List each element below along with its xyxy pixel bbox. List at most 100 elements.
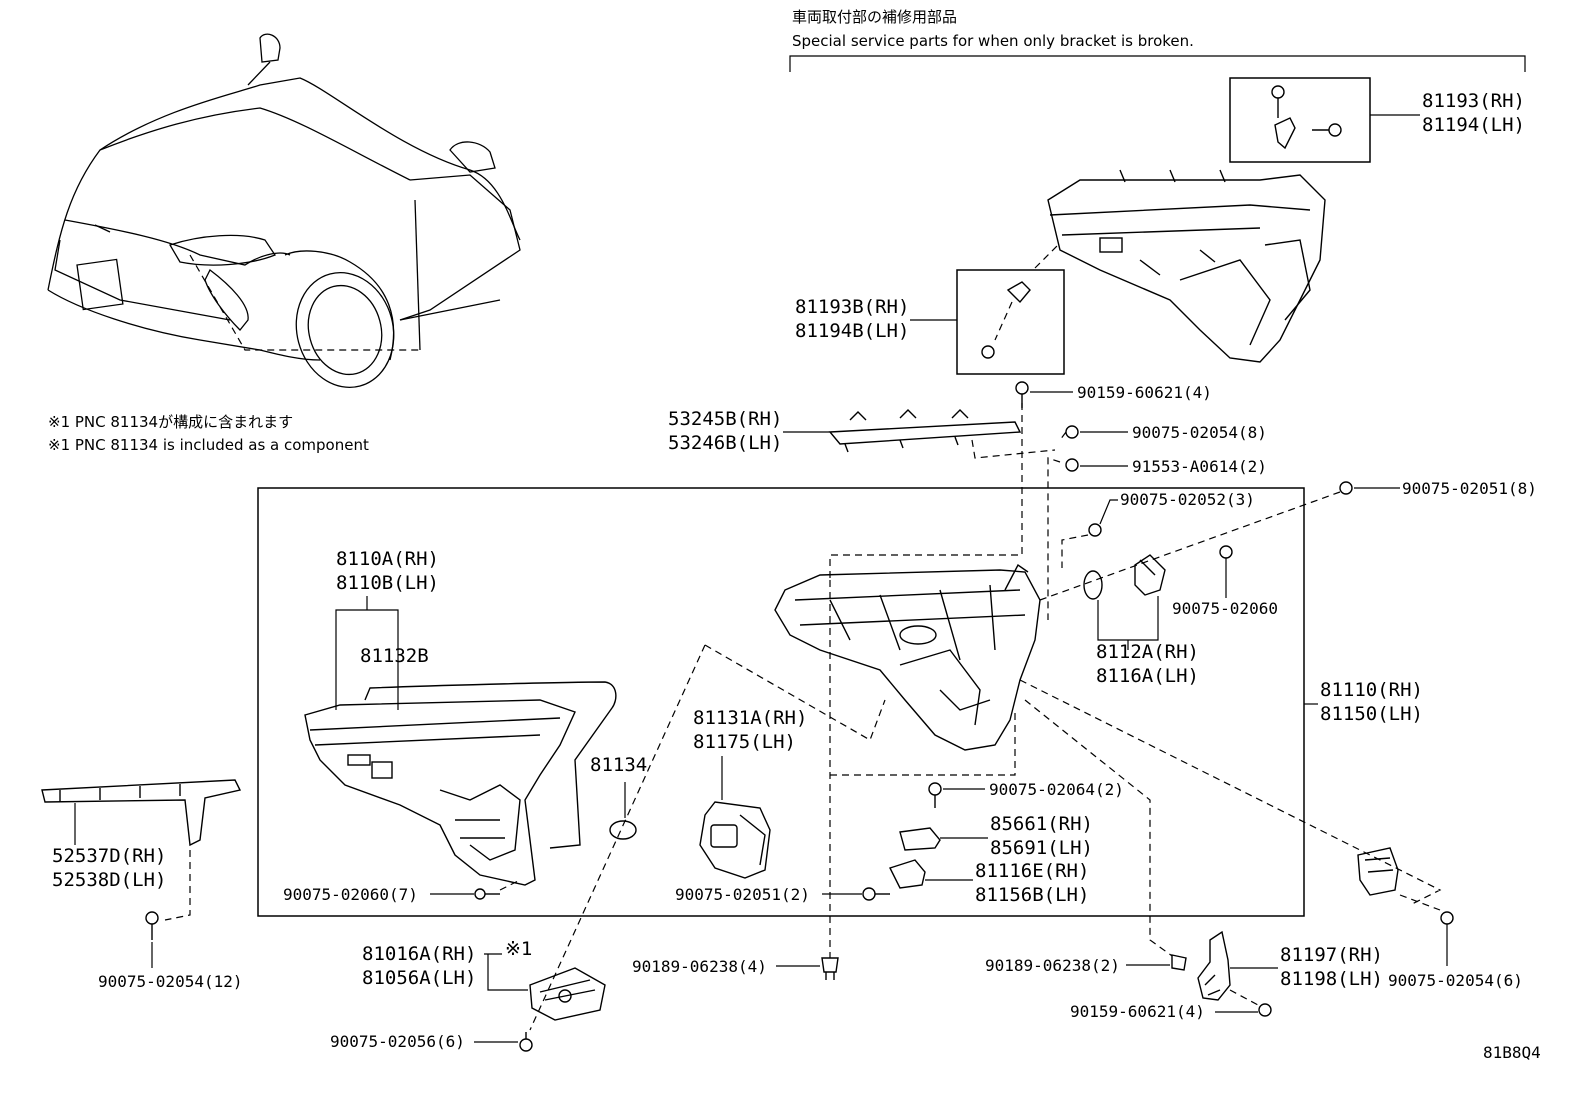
dashed-guide-81193b <box>1034 242 1061 269</box>
screw-90075-02064-2 <box>928 782 942 796</box>
leader-90075-02052-3 <box>1099 499 1118 525</box>
dashed-guide-90159b <box>1229 989 1259 1006</box>
headlamp-housing-81110 <box>774 563 1041 751</box>
diagram-code: 81B8Q4 <box>1483 1043 1541 1062</box>
bracket-81193b-part <box>981 281 1031 359</box>
label-52537d: 52537D(RH) <box>52 845 166 867</box>
lamp-module-81131a <box>699 801 771 879</box>
screw-90075-02056-6 <box>519 1032 533 1052</box>
dashed-guide-housing-top <box>829 400 1023 578</box>
label-81198: 81198(LH) <box>1280 968 1383 990</box>
label-81194: 81194(LH) <box>1422 114 1525 136</box>
headlamp-assembly-top-view <box>1047 169 1326 363</box>
bracket-right-small <box>1357 847 1399 896</box>
dashed-guide-81131a <box>704 644 886 741</box>
leader-81016a <box>484 953 528 991</box>
label-81131a: 81131A(RH) <box>693 707 807 729</box>
note-japanese: ※1 PNC 81134が構成に含まれます <box>48 413 293 431</box>
dashed-guide-52537d <box>164 850 191 921</box>
headlamp-lens-unit-8110a <box>304 699 576 886</box>
label-90189-2: 90189-06238(2) <box>985 956 1120 975</box>
screw-90075-02060 <box>1219 545 1233 559</box>
header-japanese: 車両取付部の補修用部品 <box>792 8 957 26</box>
dashed-guide-81197 <box>1019 679 1442 906</box>
bracket-53245b-part <box>828 409 1022 453</box>
note-english: ※1 PNC 81134 is included as a component <box>48 436 369 454</box>
clip-90189-4 <box>821 957 839 980</box>
screw-90159-top <box>1015 381 1029 408</box>
dashed-guide-02054-6 <box>1399 894 1441 911</box>
label-81110: 81110(RH) <box>1320 679 1423 701</box>
socket-8112a <box>1134 554 1166 596</box>
label-81150: 81150(LH) <box>1320 703 1423 725</box>
label-81132b: 81132B <box>360 645 429 667</box>
bracket-81193b-box <box>956 269 1065 375</box>
leader-8110a <box>335 596 399 710</box>
screw-90075-02052-3 <box>1088 523 1102 537</box>
o-ring-8112a <box>1083 570 1103 600</box>
screw-91553 <box>1065 458 1079 472</box>
label-91553: 91553-A0614(2) <box>1132 457 1267 476</box>
computer-81016a <box>529 967 606 1021</box>
seal-ring-81134 <box>609 820 637 840</box>
bracket-81197-part <box>1197 930 1231 1001</box>
label-90075-02060: 90075-02060 <box>1172 599 1278 618</box>
label-53245b: 53245B(RH) <box>668 408 782 430</box>
dashed-screw-8 <box>1059 431 1067 441</box>
label-90075-02052-3: 90075-02052(3) <box>1120 490 1255 509</box>
label-90075-02060-7: 90075-02060(7) <box>283 885 418 904</box>
screw-90075-02060-7 <box>474 888 500 900</box>
label-81134: 81134 <box>590 754 647 776</box>
bracket-81193-part <box>1271 85 1342 150</box>
dashed-guide-53245b <box>971 439 1056 459</box>
label-81194b: 81194B(LH) <box>795 320 909 342</box>
label-81116e: 81116E(RH) <box>975 860 1089 882</box>
header-bracket-line <box>789 55 1526 72</box>
dashed-guide-bracket-81197 <box>1024 699 1176 959</box>
headlamp-assembly-group-box <box>257 487 1305 917</box>
screw-90075-02054-8 <box>1065 425 1079 439</box>
screw-90075-02054-12 <box>145 911 159 940</box>
label-90075-02054-6: 90075-02054(6) <box>1388 971 1523 990</box>
bracket-52537d-part <box>41 779 242 847</box>
dashed-guide-02051-8 <box>1039 491 1341 601</box>
dashed-guide-02052 <box>1061 534 1089 568</box>
dashed-guide-91553 <box>1047 457 1061 620</box>
dashed-guide-computer <box>529 644 706 1031</box>
vehicle-front-illustration <box>47 33 521 389</box>
label-52538d: 52538D(LH) <box>52 869 166 891</box>
label-81193: 81193(RH) <box>1422 90 1525 112</box>
label-85691: 85691(LH) <box>990 837 1093 859</box>
gasket-81132b <box>364 681 617 849</box>
label-8116a: 8116A(LH) <box>1096 665 1199 687</box>
dashed-screw-02060-7 <box>499 879 521 891</box>
label-90159-top: 90159-60621(4) <box>1077 383 1212 402</box>
module-85661 <box>899 827 941 851</box>
header-english: Special service parts for when only brac… <box>792 32 1194 50</box>
part-81116e <box>889 859 926 889</box>
label-8110a: 8110A(RH) <box>336 548 439 570</box>
label-90159-bottom: 90159-60621(4) <box>1070 1002 1205 1021</box>
label-90075-02056-6: 90075-02056(6) <box>330 1032 465 1051</box>
label-81193b: 81193B(RH) <box>795 296 909 318</box>
label-81056a: 81056A(LH) <box>362 967 476 989</box>
label-85661: 85661(RH) <box>990 813 1093 835</box>
label-90189-4: 90189-06238(4) <box>632 957 767 976</box>
label-90075-02054-8: 90075-02054(8) <box>1132 423 1267 442</box>
leader-8112a <box>1097 596 1159 650</box>
bracket-81193-box <box>1229 77 1371 163</box>
screw-90159-bottom <box>1258 1003 1272 1017</box>
clip-90189-2 <box>1171 954 1187 971</box>
label-8110b: 8110B(LH) <box>336 572 439 594</box>
label-81016a: 81016A(RH) <box>362 943 476 965</box>
label-81156b: 81156B(LH) <box>975 884 1089 906</box>
label-81175: 81175(LH) <box>693 731 796 753</box>
screw-90075-02054-6 <box>1440 911 1454 925</box>
label-90075-02051-2: 90075-02051(2) <box>675 885 810 904</box>
label-90075-02054-12: 90075-02054(12) <box>98 972 243 991</box>
label-53246b: 53246B(LH) <box>668 432 782 454</box>
label-90075-02051-8: 90075-02051(8) <box>1402 479 1537 498</box>
label-90075-02064-2: 90075-02064(2) <box>989 780 1124 799</box>
label-81197: 81197(RH) <box>1280 944 1383 966</box>
